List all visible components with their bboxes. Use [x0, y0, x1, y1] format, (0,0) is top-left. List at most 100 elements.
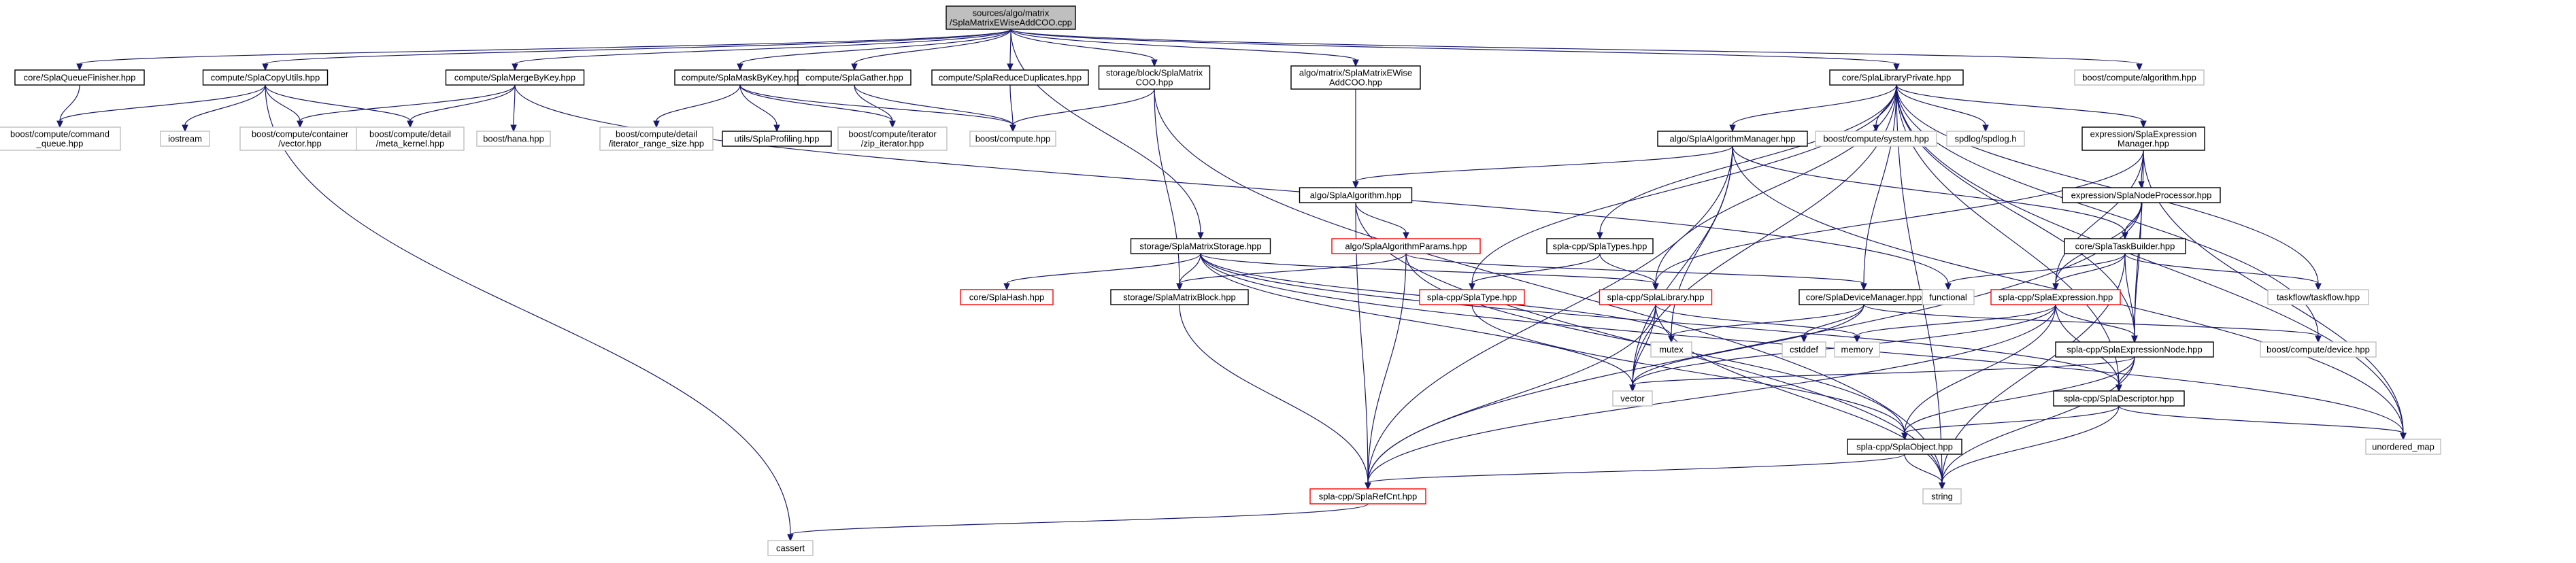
- edge-arrowhead: [1629, 384, 1636, 392]
- node-splaType[interactable]: spla-cpp/SplaType.hpp: [1419, 289, 1525, 305]
- edge-root-to-matrixStorage: [1010, 29, 1201, 233]
- node-label: spla-cpp/SplaExpressionNode.hpp: [2067, 345, 2202, 355]
- node-box: [0, 126, 121, 151]
- edge-exprNode-to-splaObject: [1904, 356, 2135, 434]
- node-label: boost/compute.hpp: [975, 134, 1051, 144]
- node-copyUtils[interactable]: compute/SplaCopyUtils.hpp: [202, 69, 329, 86]
- node-box: [239, 126, 361, 151]
- node-label: mutex: [1659, 345, 1684, 355]
- node-label: core/SplaHash.hpp: [969, 292, 1045, 303]
- node-label: sources/algo/matrix: [973, 8, 1050, 18]
- node-label: spdlog/spdlog.h: [1954, 134, 2016, 144]
- node-box: [1130, 238, 1271, 254]
- node-box: [837, 126, 948, 151]
- edge-arrowhead: [262, 63, 269, 71]
- edge-nodeProcessor-to-refCnt: [1367, 202, 2142, 483]
- edge-arrowhead: [1860, 283, 1867, 291]
- node-label: COO.hpp: [1136, 78, 1173, 88]
- node-algoManager[interactable]: algo/SplaAlgorithmManager.hpp: [1657, 131, 1808, 147]
- edge-splaExpression-to-exprNode: [2055, 304, 2135, 337]
- node-label: /meta_kernel.hpp: [376, 139, 444, 149]
- node-label: storage/SplaMatrixStorage.hpp: [1139, 241, 1261, 252]
- node-string: string: [1922, 488, 1962, 505]
- node-matrixBlock[interactable]: storage/SplaMatrixBlock.hpp: [1110, 289, 1249, 305]
- edge-arrowhead: [1003, 283, 1010, 291]
- node-profiling[interactable]: utils/SplaProfiling.hpp: [722, 131, 832, 147]
- node-deviceManager[interactable]: core/SplaDeviceManager.hpp: [1799, 289, 1929, 305]
- edge-copyUtils-to-bcCommandQueue: [59, 84, 266, 122]
- node-bcCompute: boost/compute.hpp: [969, 131, 1056, 147]
- edge-arrowhead: [297, 120, 303, 129]
- node-splaHash[interactable]: core/SplaHash.hpp: [960, 289, 1054, 305]
- edges-layer: [56, 29, 2407, 542]
- edge-splaExpression-to-memory: [1856, 304, 2056, 337]
- edge-arrowhead: [1982, 124, 1989, 133]
- node-matrixStorage[interactable]: storage/SplaMatrixStorage.hpp: [1130, 238, 1271, 254]
- node-libPrivate[interactable]: core/SplaLibraryPrivate.hpp: [1829, 69, 1964, 86]
- edge-libPrivate-to-bcSystem: [1875, 84, 1897, 126]
- node-label: core/SplaDeviceManager.hpp: [1806, 292, 1922, 303]
- edge-arrowhead: [2315, 283, 2322, 291]
- edge-gather-to-bcZipIter: [854, 84, 893, 122]
- edge-root-to-gather: [854, 29, 1011, 65]
- edge-taskBuilder-to-functional: [1947, 253, 2126, 284]
- node-queueFinisher[interactable]: core/SplaQueueFinisher.hpp: [14, 69, 145, 86]
- node-label: algo/matrix/SplaMatrixEWise: [1299, 68, 1412, 78]
- node-label: /iterator_range_size.hpp: [609, 139, 704, 149]
- node-box: [1815, 131, 1937, 147]
- node-exprNode[interactable]: spla-cpp/SplaExpressionNode.hpp: [2055, 341, 2214, 358]
- node-label: storage/block/SplaMatrix: [1106, 68, 1203, 78]
- edge-arrowhead: [1854, 335, 1860, 343]
- node-reduceDup[interactable]: compute/SplaReduceDuplicates.hpp: [931, 69, 1089, 86]
- node-splaTypes[interactable]: spla-cpp/SplaTypes.hpp: [1546, 238, 1654, 254]
- node-label: boost/compute/algorithm.hpp: [2082, 73, 2196, 83]
- edge-arrowhead: [653, 120, 660, 129]
- edge-root-to-libPrivate: [1010, 29, 1897, 65]
- edge-arrowhead: [2136, 63, 2143, 71]
- node-taskBuilder[interactable]: core/SplaTaskBuilder.hpp: [2064, 238, 2186, 254]
- node-label: vector: [1620, 394, 1645, 404]
- edge-root-to-mergeByKey: [514, 29, 1011, 65]
- node-refCnt[interactable]: spla-cpp/SplaRefCnt.hpp: [1309, 488, 1426, 505]
- node-label: boost/compute/detail: [616, 129, 697, 139]
- node-splaExpression[interactable]: spla-cpp/SplaExpression.hpp: [1990, 289, 2121, 305]
- node-splaLibrary[interactable]: spla-cpp/SplaLibrary.hpp: [1599, 289, 1713, 305]
- node-algoParams[interactable]: algo/SplaAlgorithmParams.hpp: [1331, 238, 1481, 254]
- node-ewiseAddHpp[interactable]: algo/matrix/SplaMatrixEWiseAddCOO.hpp: [1290, 65, 1421, 90]
- node-gather[interactable]: compute/SplaGather.hpp: [797, 69, 911, 86]
- edge-arrowhead: [2140, 120, 2147, 129]
- node-memory: memory: [1834, 341, 1880, 358]
- node-maskByKey[interactable]: compute/SplaMaskByKey.hpp: [674, 69, 806, 86]
- node-descriptor[interactable]: spla-cpp/SplaDescriptor.hpp: [2053, 390, 2185, 407]
- edge-arrowhead: [1009, 124, 1016, 133]
- node-box: [1299, 187, 1413, 203]
- edge-deviceManager-to-vector: [1632, 304, 1864, 386]
- edge-algoManager-to-taskBuilder: [1732, 146, 2126, 233]
- node-box: [1331, 238, 1481, 254]
- edge-nodeProcessor-to-exprNode: [2134, 202, 2142, 337]
- edge-taskBuilder-to-string: [1941, 253, 2126, 483]
- edge-taskBuilder-to-exprNode: [2124, 253, 2135, 337]
- edge-reduceDup-to-bcCompute: [1009, 84, 1014, 126]
- node-box: [1922, 488, 1962, 505]
- edge-deviceManager-to-cstddef: [1803, 304, 1864, 337]
- node-splaObject[interactable]: spla-cpp/SplaObject.hpp: [1847, 439, 1962, 455]
- edge-matrixStorage-to-vector: [1200, 253, 1633, 386]
- node-label: boost/compute/iterator: [848, 129, 937, 139]
- edge-algoManager-to-refCnt: [1367, 146, 1733, 483]
- edge-descriptor-to-splaObject: [1904, 405, 2120, 434]
- node-spdlog: spdlog/spdlog.h: [1946, 131, 2025, 147]
- edge-arrowhead: [787, 534, 794, 542]
- edge-arrowhead: [1945, 283, 1952, 291]
- node-label: taskflow/taskflow.hpp: [2277, 292, 2360, 303]
- node-mergeByKey[interactable]: compute/SplaMergeByKey.hpp: [445, 69, 585, 86]
- node-nodeProcessor[interactable]: expression/SplaNodeProcessor.hpp: [2062, 187, 2221, 203]
- node-algorithm[interactable]: algo/SplaAlgorithm.hpp: [1299, 187, 1413, 203]
- edge-maskByKey-to-bcZipIter: [739, 84, 893, 122]
- node-bcVector: boost/compute/container/vector.hpp: [239, 126, 361, 151]
- edge-matrixStorage-to-splaHash: [1006, 253, 1201, 284]
- node-root[interactable]: sources/algo/matrix/SplaMatrixEWiseAddCO…: [946, 5, 1076, 30]
- node-box: [476, 131, 551, 147]
